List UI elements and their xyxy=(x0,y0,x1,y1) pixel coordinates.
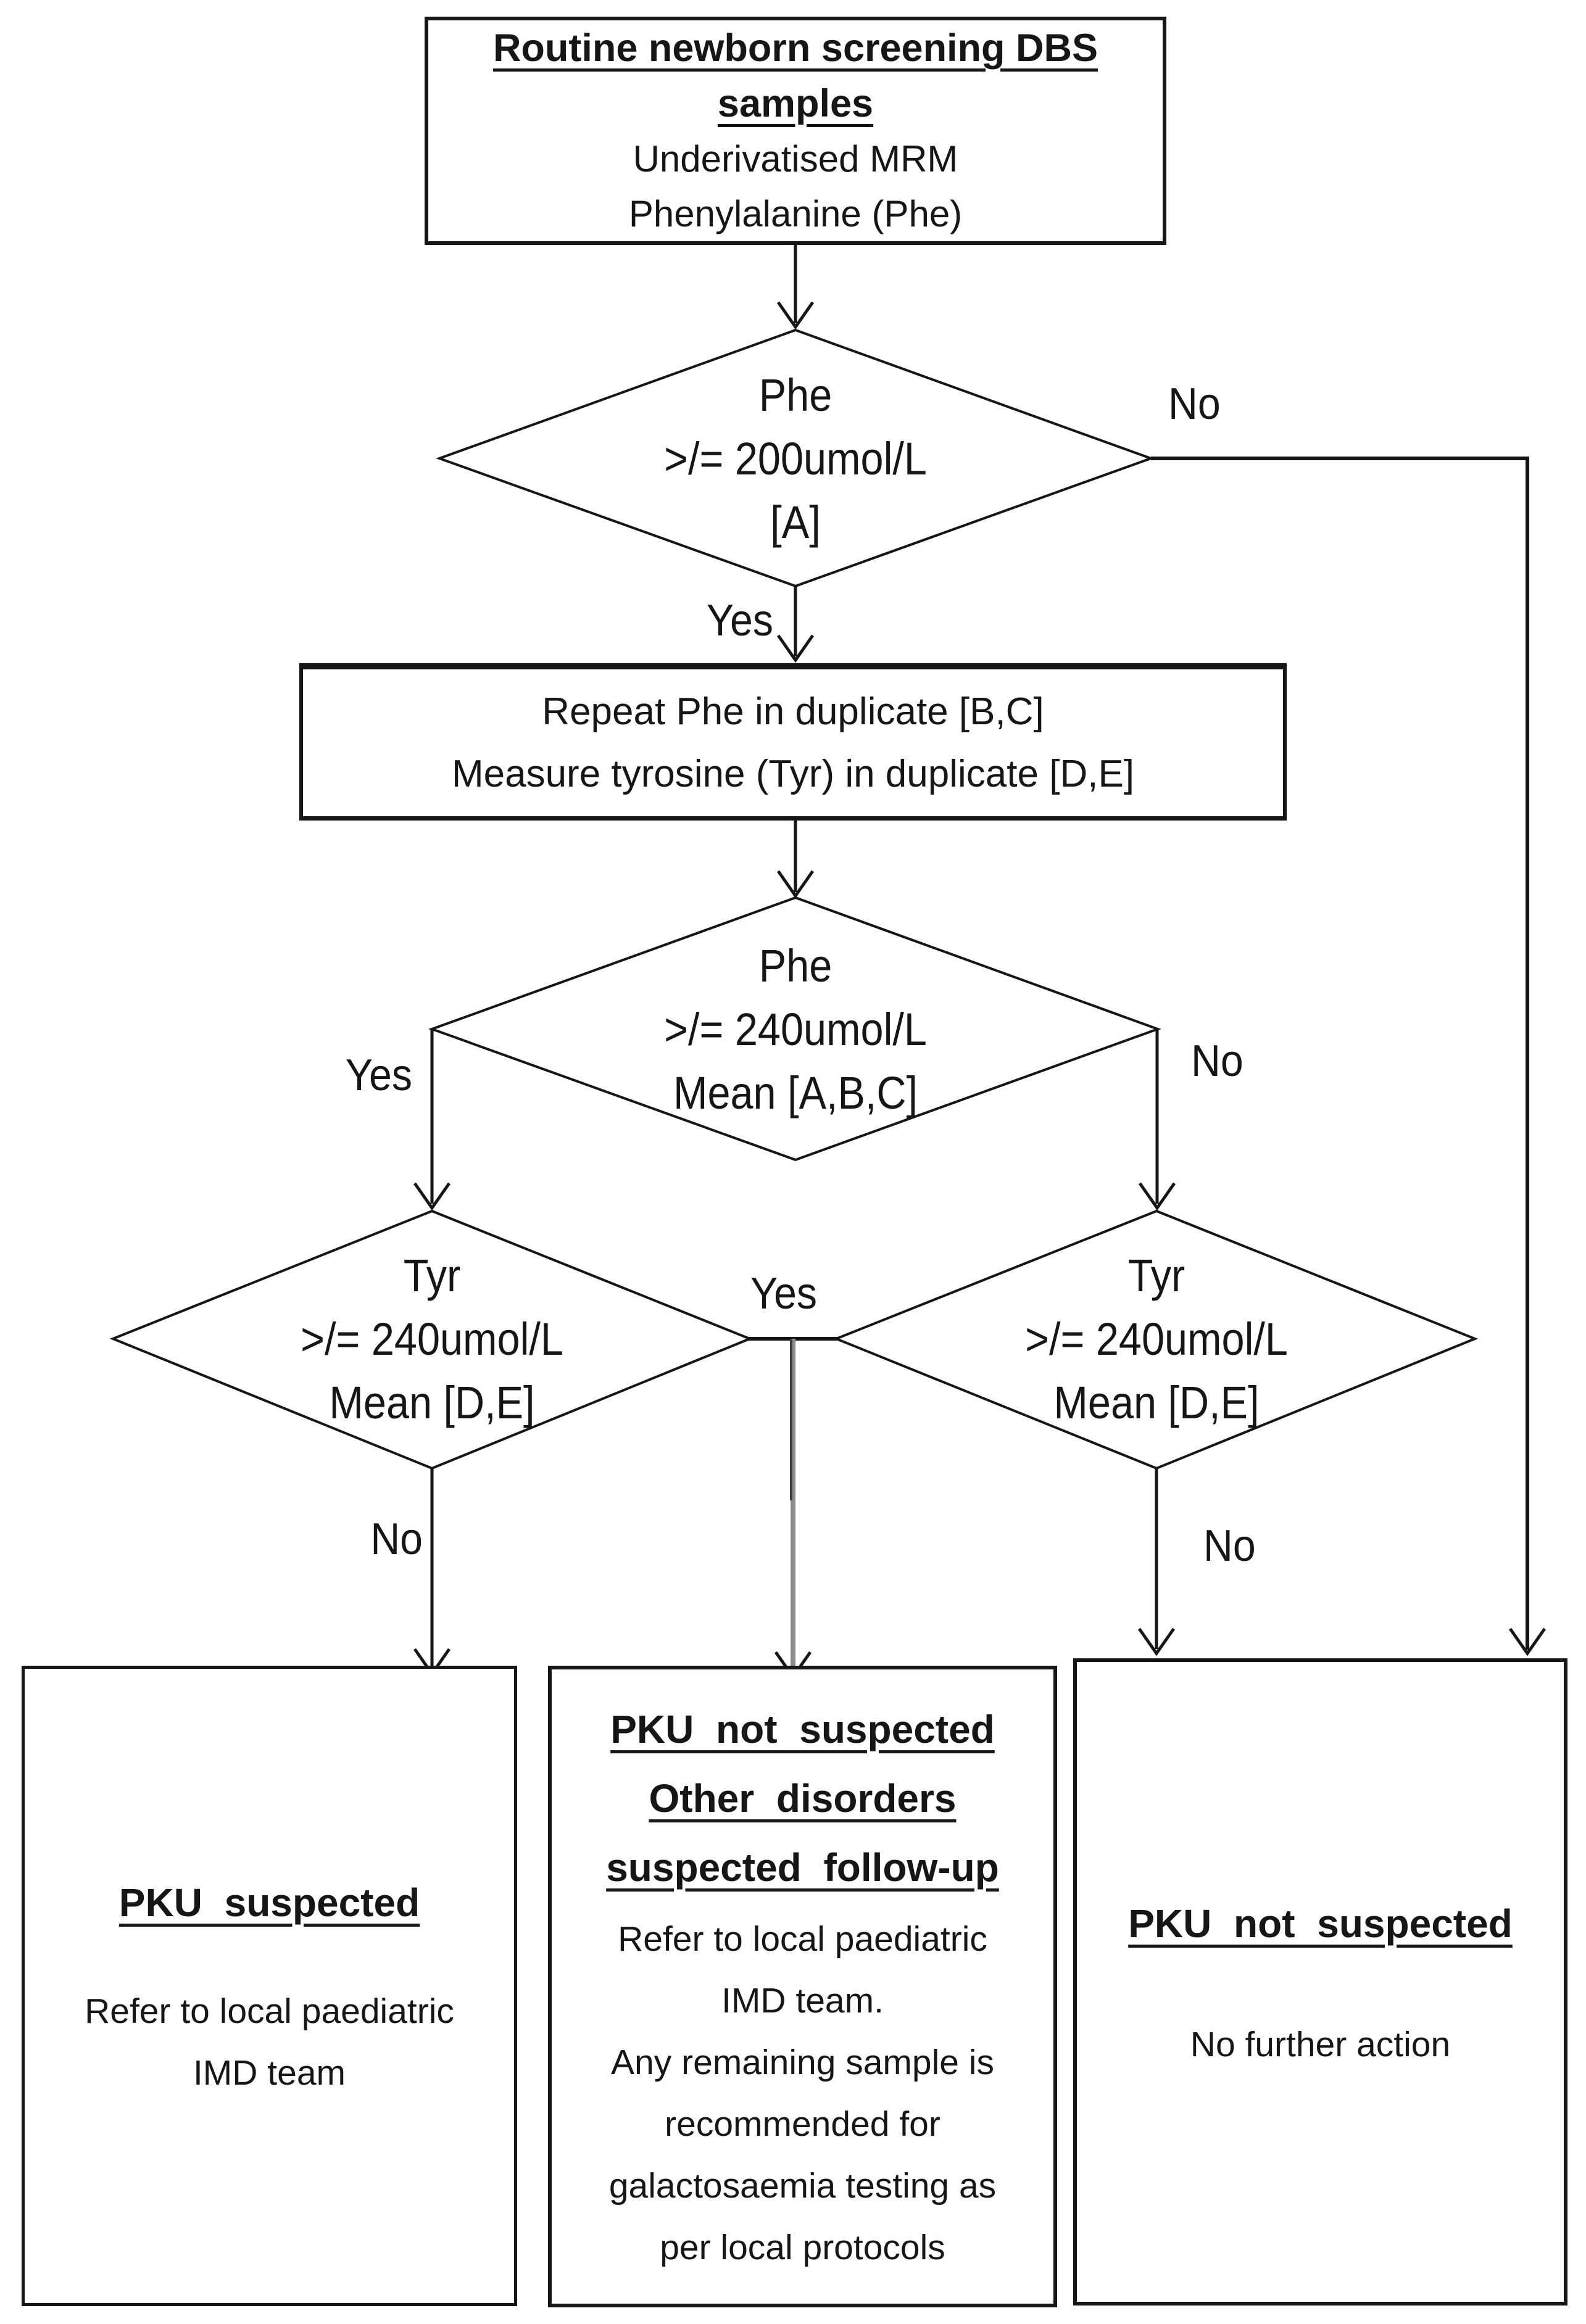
arrowhead-into-d2 xyxy=(776,870,815,899)
decision-phe240-diamond xyxy=(428,896,1161,1162)
edge-label-tyr-left-no: No xyxy=(370,1515,423,1564)
start-box-title-line1: Routine newborn screening DBS xyxy=(492,27,1098,70)
decision-phe240-text: Phe >/= 240umol/L Mean [A,B,C] xyxy=(518,934,1073,1125)
decision-phe240-line3: Mean [A,B,C] xyxy=(673,1067,918,1119)
decision-phe200-diamond xyxy=(436,328,1155,588)
process-box-line2: Measure tyrosine (Tyr) in duplicate [D,E… xyxy=(451,753,1135,795)
edge-label-phe200-yes: Yes xyxy=(706,596,773,645)
outcome-other-disorders-body-line6: per local protocols xyxy=(660,2228,945,2267)
outcome-other-disorders-body-line2: IMD team. xyxy=(721,1981,884,2020)
decision-tyr-left-line2: >/= 240umol/L xyxy=(301,1313,563,1365)
decision-tyr-left-line3: Mean [D,E] xyxy=(329,1377,535,1428)
decision-phe200-text: Phe >/= 200umol/L [A] xyxy=(518,363,1073,554)
arrowhead-into-d4 xyxy=(1138,1182,1176,1211)
outcome-other-disorders-heading-line2: Other disorders xyxy=(649,1776,957,1821)
arrowhead-into-outcome-right-right xyxy=(1508,1627,1547,1656)
decision-phe200-line1: Phe xyxy=(758,370,832,421)
edge-label-tyr-yes: Yes xyxy=(750,1269,818,1318)
arrowhead-into-d3 xyxy=(413,1182,451,1211)
decision-phe200-line2: >/= 200umol/L xyxy=(664,433,927,484)
decision-tyr-left-diamond xyxy=(109,1209,754,1470)
decision-tyr-right-line3: Mean [D,E] xyxy=(1053,1377,1260,1428)
outcome-other-disorders-heading-line3: suspected follow-up xyxy=(606,1845,999,1890)
edge-label-phe240-no: No xyxy=(1191,1036,1243,1086)
edge-label-phe240-yes: Yes xyxy=(345,1051,412,1100)
start-box-title-line2: samples xyxy=(717,82,874,125)
decision-phe200-line3: [A] xyxy=(770,497,821,548)
start-box-body-line2: Phenylalanine (Phe) xyxy=(628,193,963,234)
decision-tyr-right-text: Tyr >/= 240umol/L Mean [D,E] xyxy=(879,1244,1434,1434)
outcome-box-pku-not-suspected: PKU not suspected No further action xyxy=(1073,1658,1567,2305)
outcome-box-pku-suspected: PKU suspected Refer to local paediatric … xyxy=(22,1666,517,2306)
process-box-line1: Repeat Phe in duplicate [B,C] xyxy=(542,690,1044,733)
decision-tyr-right-line2: >/= 240umol/L xyxy=(1025,1313,1288,1365)
outcome-other-disorders-body-line1: Refer to local paediatric xyxy=(618,1919,987,1959)
decision-phe240-line2: >/= 240umol/L xyxy=(664,1004,927,1055)
outcome-pku-suspected-body-line2: IMD team xyxy=(193,2053,346,2093)
arrowhead-into-d1 xyxy=(776,301,815,330)
outcome-other-disorders-body-line5: galactosaemia testing as xyxy=(608,2166,997,2206)
start-box-body-line1: Underivatised MRM xyxy=(633,138,958,180)
decision-tyr-left-line1: Tyr xyxy=(403,1250,461,1301)
arrowhead-into-outcome-right-left xyxy=(1137,1627,1176,1656)
outcome-pku-suspected-heading: PKU suspected xyxy=(118,1880,420,1925)
decision-tyr-right-line1: Tyr xyxy=(1127,1250,1185,1301)
outcome-pku-not-suspected-body: No further action xyxy=(1190,2024,1451,2064)
outcome-other-disorders-heading-line1: PKU not suspected xyxy=(610,1707,995,1751)
decision-phe240-line1: Phe xyxy=(758,940,832,991)
outcome-other-disorders-body-line3: Any remaining sample is xyxy=(611,2043,994,2082)
decision-tyr-left-text: Tyr >/= 240umol/L Mean [D,E] xyxy=(154,1244,710,1434)
outcome-box-other-disorders: PKU not suspected Other disorders suspec… xyxy=(548,1666,1057,2307)
edge-label-tyr-right-no: No xyxy=(1203,1521,1256,1571)
edge-label-phe200-no: No xyxy=(1168,379,1221,429)
start-box: Routine newborn screening DBS samples Un… xyxy=(425,17,1166,245)
outcome-pku-not-suspected-heading: PKU not suspected xyxy=(1128,1901,1513,1946)
process-box: Repeat Phe in duplicate [B,C] Measure ty… xyxy=(299,663,1287,821)
outcome-other-disorders-body-line4: recommended for xyxy=(665,2104,940,2144)
decision-tyr-right-diamond xyxy=(832,1209,1479,1470)
arrowhead-into-process xyxy=(776,634,815,663)
outcome-pku-suspected-body-line1: Refer to local paediatric xyxy=(85,1991,454,2031)
